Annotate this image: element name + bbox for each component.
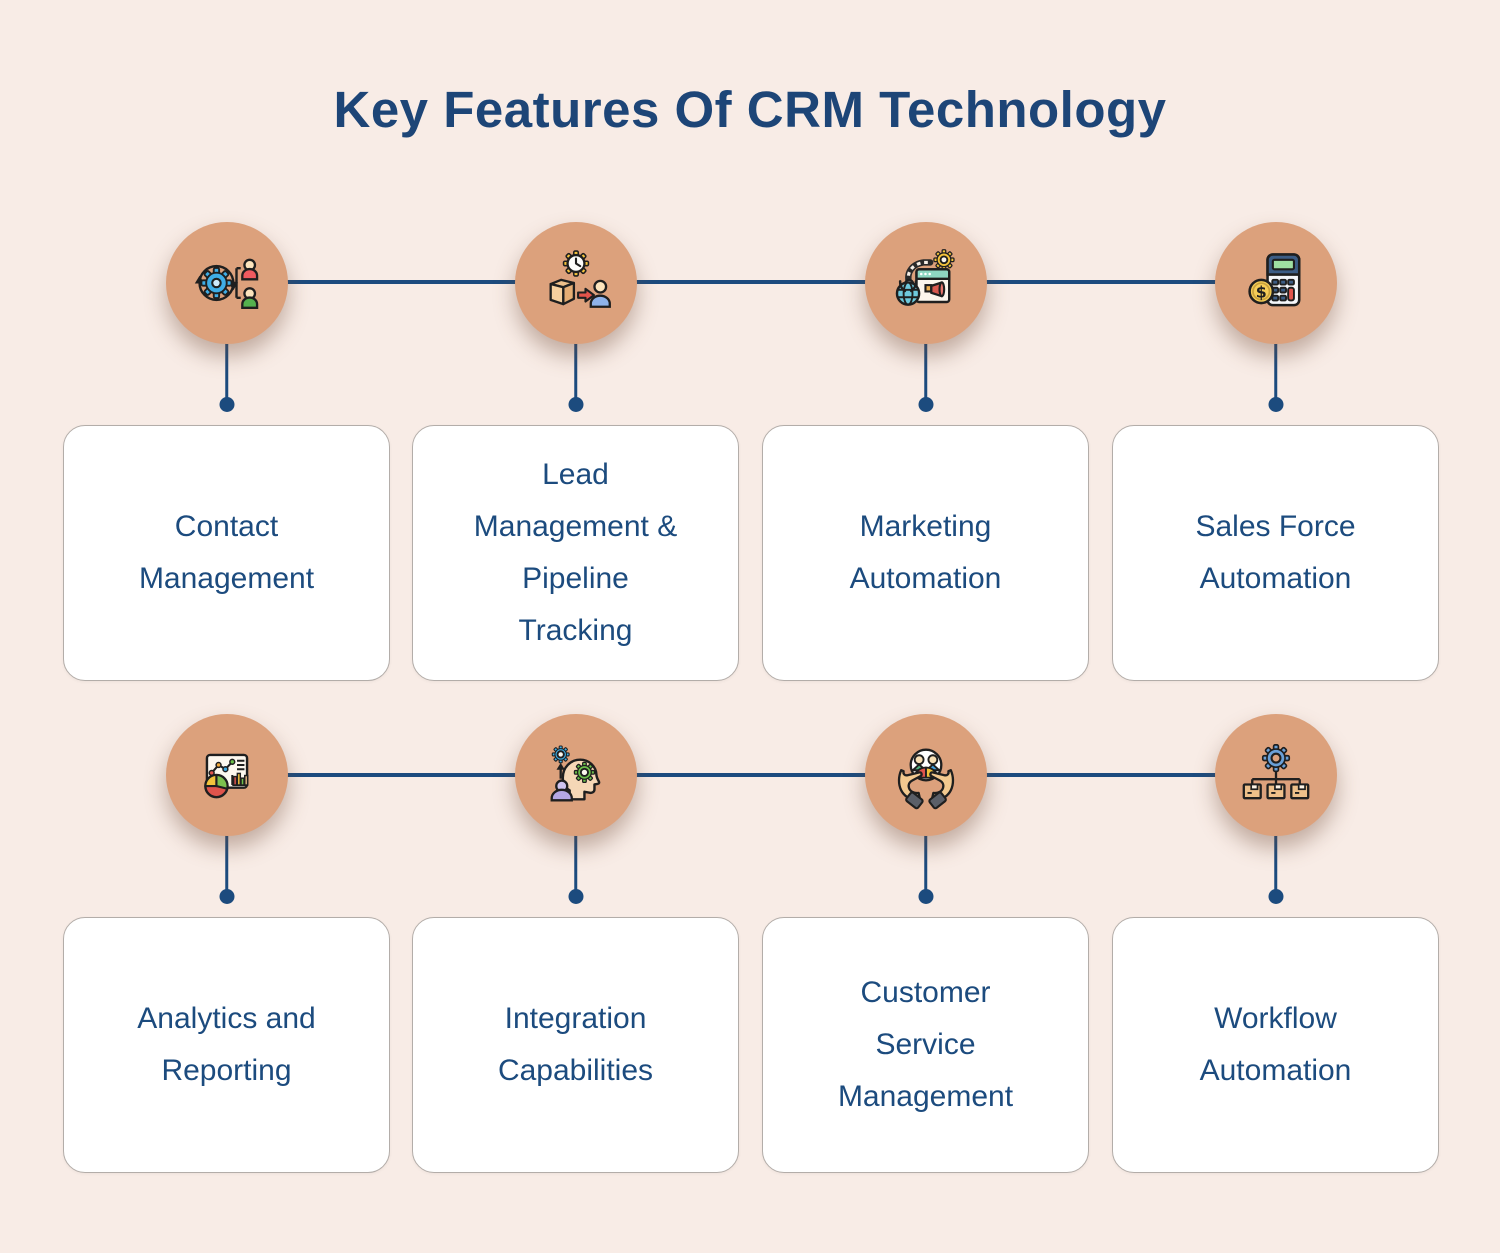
feature-card: Workflow Automation xyxy=(1112,917,1439,1173)
connector-dot xyxy=(219,397,234,412)
feature-label: Lead Management & Pipeline Tracking xyxy=(473,458,678,647)
feature-integration-capabilities: Integration Capabilities xyxy=(412,714,739,1176)
feature-icon-circle xyxy=(514,714,637,836)
feature-label: Marketing Automation xyxy=(849,510,1002,595)
connector-line-row1 xyxy=(226,280,1276,284)
connector-dot xyxy=(918,889,933,904)
feature-card: Sales Force Automation xyxy=(1112,425,1439,681)
feature-label: Integration Capabilities xyxy=(497,1002,654,1087)
feature-contact-management: Contact Management xyxy=(63,222,390,684)
feature-label: Customer Service Management xyxy=(837,976,1014,1113)
package-delivery-clock-icon xyxy=(549,250,611,308)
sync-gear-users-icon xyxy=(194,258,258,309)
charts-dashboard-icon xyxy=(203,753,248,799)
connector-dot xyxy=(568,889,583,904)
feature-label: Sales Force Automation xyxy=(1195,510,1356,595)
feature-label: Workflow Automation xyxy=(1199,1002,1352,1087)
connector-line-row2 xyxy=(226,773,1276,777)
gear-packages-flow-icon xyxy=(1242,744,1309,800)
feature-label: Contact Management xyxy=(138,510,315,595)
feature-icon-circle xyxy=(864,222,987,344)
connector-dot xyxy=(219,889,234,904)
connector-dot xyxy=(568,397,583,412)
feature-icon-circle xyxy=(514,222,637,344)
feature-analytics-reporting: Analytics and Reporting xyxy=(63,714,390,1176)
connector-dot xyxy=(1268,889,1283,904)
megaphone-browser-globe-icon xyxy=(895,249,955,306)
feature-card: Integration Capabilities xyxy=(412,917,739,1173)
feature-customer-service-management: Customer Service Management xyxy=(762,714,1089,1176)
svg-text:$: $ xyxy=(1255,282,1266,301)
connector-dot xyxy=(918,397,933,412)
feature-lead-management: Lead Management & Pipeline Tracking xyxy=(412,222,739,684)
feature-icon-circle xyxy=(165,714,288,836)
feature-icon-circle xyxy=(1214,714,1337,836)
feature-workflow-automation: Workflow Automation xyxy=(1112,714,1439,1176)
feature-label: Analytics and Reporting xyxy=(137,1002,316,1087)
feature-icon-circle xyxy=(864,714,987,836)
feature-card: Customer Service Management xyxy=(762,917,1089,1173)
feature-sales-force-automation: $ Sales Force Automation xyxy=(1112,222,1439,684)
feature-icon-circle xyxy=(165,222,288,344)
connector-dot xyxy=(1268,397,1283,412)
feature-card: Marketing Automation xyxy=(762,425,1089,681)
calculator-dollar-coin-icon: $ xyxy=(1247,253,1300,307)
page-title: Key Features Of CRM Technology xyxy=(333,81,1167,138)
feature-marketing-automation: Marketing Automation xyxy=(762,222,1089,684)
head-gears-person-icon xyxy=(550,745,600,802)
feature-card: Lead Management & Pipeline Tracking xyxy=(412,425,739,681)
feature-card: Contact Management xyxy=(63,425,390,681)
hands-holding-team-icon xyxy=(897,748,954,811)
feature-icon-circle: $ xyxy=(1214,222,1337,344)
feature-card: Analytics and Reporting xyxy=(63,917,390,1173)
